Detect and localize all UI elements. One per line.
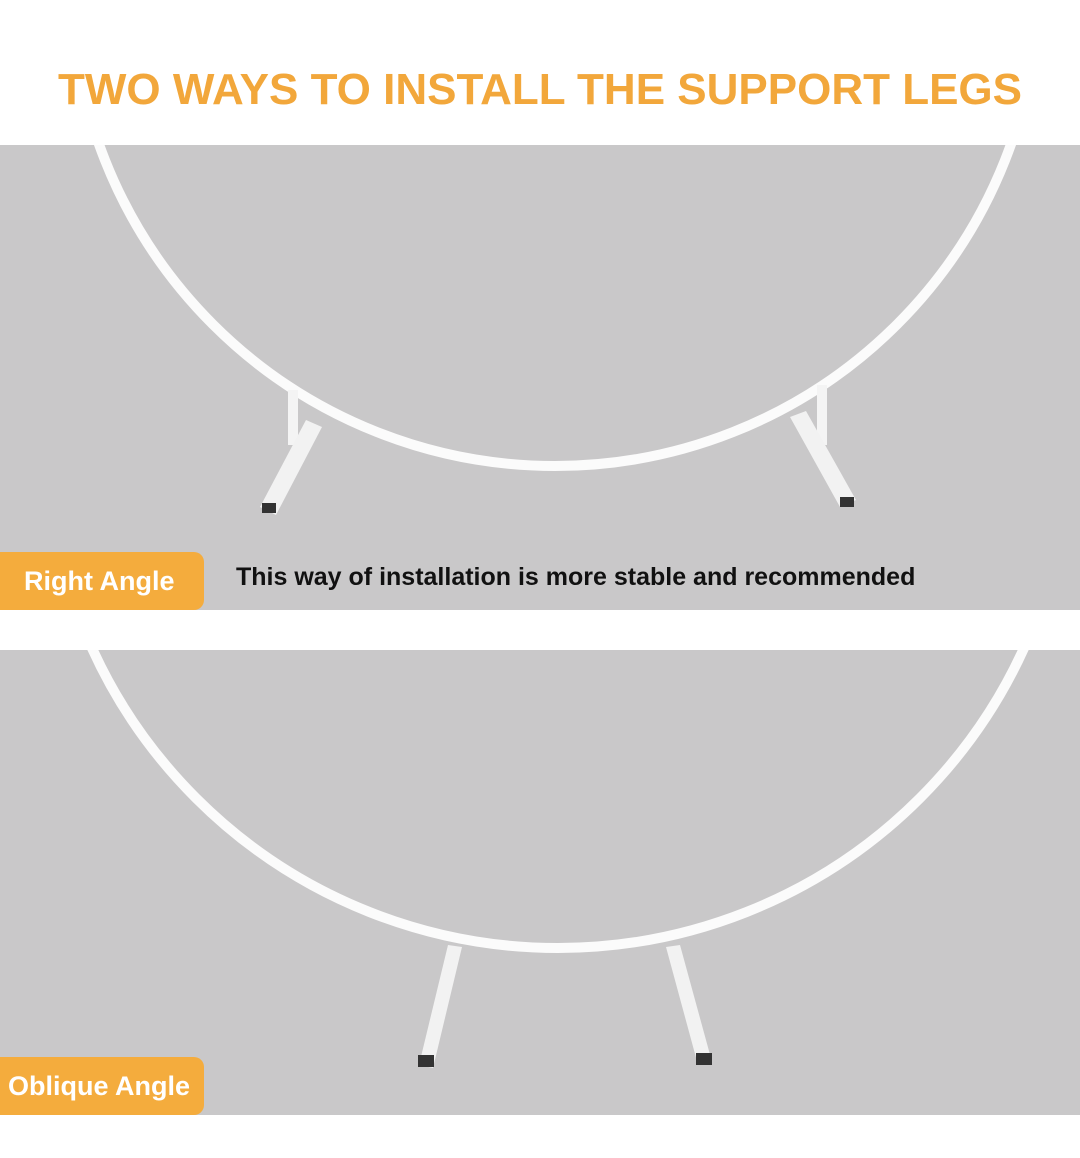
arch-oblique-angle-image (87, 650, 1029, 1068)
right-angle-label: Right Angle (0, 552, 205, 610)
oblique-angle-label: Oblique Angle (0, 1057, 204, 1115)
right-angle-panel: Right Angle This way of installation is … (0, 145, 1080, 610)
recommendation-note: This way of installation is more stable … (236, 563, 916, 591)
page-title-container: TWO WAYS TO INSTALL THE SUPPORT LEGS (20, 64, 1060, 116)
page-title: TWO WAYS TO INSTALL THE SUPPORT LEGS (57, 65, 1022, 114)
arch-right-angle-image (94, 145, 1016, 515)
oblique-angle-panel: Oblique Angle (0, 650, 1080, 1115)
